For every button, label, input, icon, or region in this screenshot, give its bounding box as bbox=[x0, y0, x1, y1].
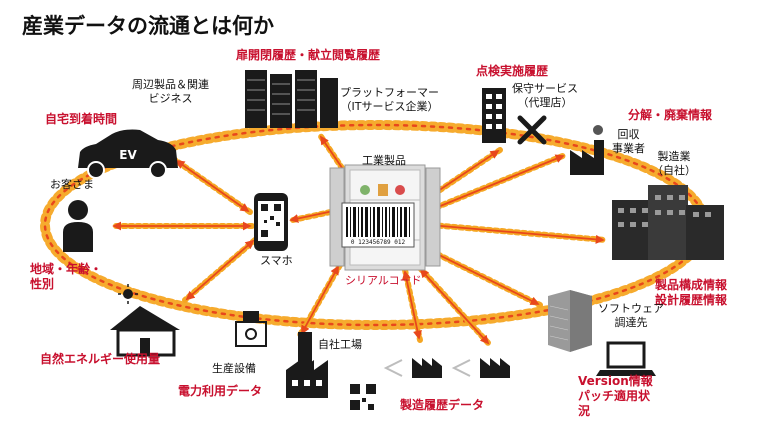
label-bom-info: 製品構成情報 設計履歴情報 bbox=[655, 278, 727, 308]
label-version-info: Version情報 パッチ適用状 況 bbox=[578, 374, 653, 419]
wrench-icon bbox=[517, 115, 547, 145]
related-business-line2: ビジネス bbox=[148, 91, 193, 105]
manufacturer-line1: 製造業 bbox=[657, 150, 691, 163]
page-title: 産業データの流通とは何か bbox=[22, 14, 274, 38]
ev-car-icon bbox=[78, 129, 178, 179]
version-info-line1: Version情報 bbox=[578, 374, 653, 388]
region-line2: 性別 bbox=[30, 277, 55, 291]
recycler-line1: 回収 bbox=[617, 128, 640, 141]
label-maintenance: 保守サービス （代理店） bbox=[512, 82, 578, 110]
software-vendor-line2: 調達先 bbox=[614, 315, 648, 329]
flow-arrows bbox=[383, 359, 471, 377]
software-vendor-line1: ソフトウェア bbox=[598, 302, 664, 315]
label-equipment: 生産設備 bbox=[212, 362, 256, 375]
platformer-line2: （ITサービス企業） bbox=[340, 99, 439, 113]
label-platformer: プラットフォーマー （ITサービス企業） bbox=[340, 86, 439, 114]
label-own-factory: 自社工場 bbox=[318, 338, 362, 351]
label-manufacturing-history: 製造履歴データ bbox=[400, 398, 485, 412]
label-software-vendor: ソフトウェア 調達先 bbox=[598, 302, 664, 330]
server-rack-icon bbox=[245, 70, 338, 128]
manufacturer-line2: （自社） bbox=[652, 163, 696, 177]
label-serial-code: シリアルコード bbox=[345, 274, 422, 287]
label-region: 地域・年齢・ 性別 bbox=[30, 262, 102, 292]
related-business-line1: 周辺製品＆関連 bbox=[132, 78, 209, 91]
version-info-line3: 況 bbox=[578, 404, 591, 418]
bom-info-line2: 設計履歴情報 bbox=[655, 293, 728, 307]
label-related-business: 周辺製品＆関連 ビジネス bbox=[132, 78, 209, 106]
recycler-line2: 事業者 bbox=[612, 141, 645, 155]
qr-code-icon bbox=[350, 384, 376, 410]
label-power-data: 電力利用データ bbox=[178, 384, 263, 398]
maintenance-line2: （代理店） bbox=[517, 95, 573, 109]
solar-house-icon bbox=[110, 284, 180, 357]
label-recycler: 回収 事業者 bbox=[612, 128, 645, 156]
production-equipment-icon bbox=[235, 311, 267, 347]
region-line1: 地域・年齢・ bbox=[30, 262, 103, 276]
factory-icon-right bbox=[480, 358, 510, 378]
label-smartphone: スマホ bbox=[260, 254, 293, 267]
office-building-icon bbox=[482, 88, 506, 143]
label-home-arrival: 自宅到着時間 bbox=[45, 112, 118, 126]
smartphone-icon bbox=[254, 193, 288, 251]
label-door-history: 扉開閉履歴・献立閲覧履歴 bbox=[236, 48, 381, 62]
headquarters-building-icon bbox=[612, 185, 724, 260]
label-disposal-info: 分解・廃棄情報 bbox=[628, 108, 713, 122]
own-factory-icon bbox=[286, 332, 328, 398]
bom-info-line1: 製品構成情報 bbox=[655, 278, 728, 292]
person-icon bbox=[63, 200, 93, 252]
barcode-digits: 0 123456789 012 bbox=[351, 239, 406, 246]
label-customer: お客さま bbox=[50, 178, 94, 191]
label-industrial-product: 工業製品 bbox=[362, 154, 406, 167]
recycle-factory-icon bbox=[570, 125, 604, 175]
laptop-icon bbox=[596, 341, 656, 376]
factory-icon-left bbox=[412, 358, 442, 378]
version-info-line2: パッチ適用状 bbox=[578, 389, 651, 403]
label-solar: 自然エネルギー使用量 bbox=[40, 352, 161, 366]
ev-text: EV bbox=[119, 148, 137, 162]
label-inspection: 点検実施履歴 bbox=[476, 64, 549, 78]
label-manufacturer: 製造業 （自社） bbox=[652, 150, 696, 178]
platformer-line1: プラットフォーマー bbox=[340, 86, 439, 99]
barcode-icon bbox=[341, 202, 415, 248]
maintenance-line1: 保守サービス bbox=[512, 82, 578, 95]
software-vendor-building-icon bbox=[548, 290, 592, 352]
